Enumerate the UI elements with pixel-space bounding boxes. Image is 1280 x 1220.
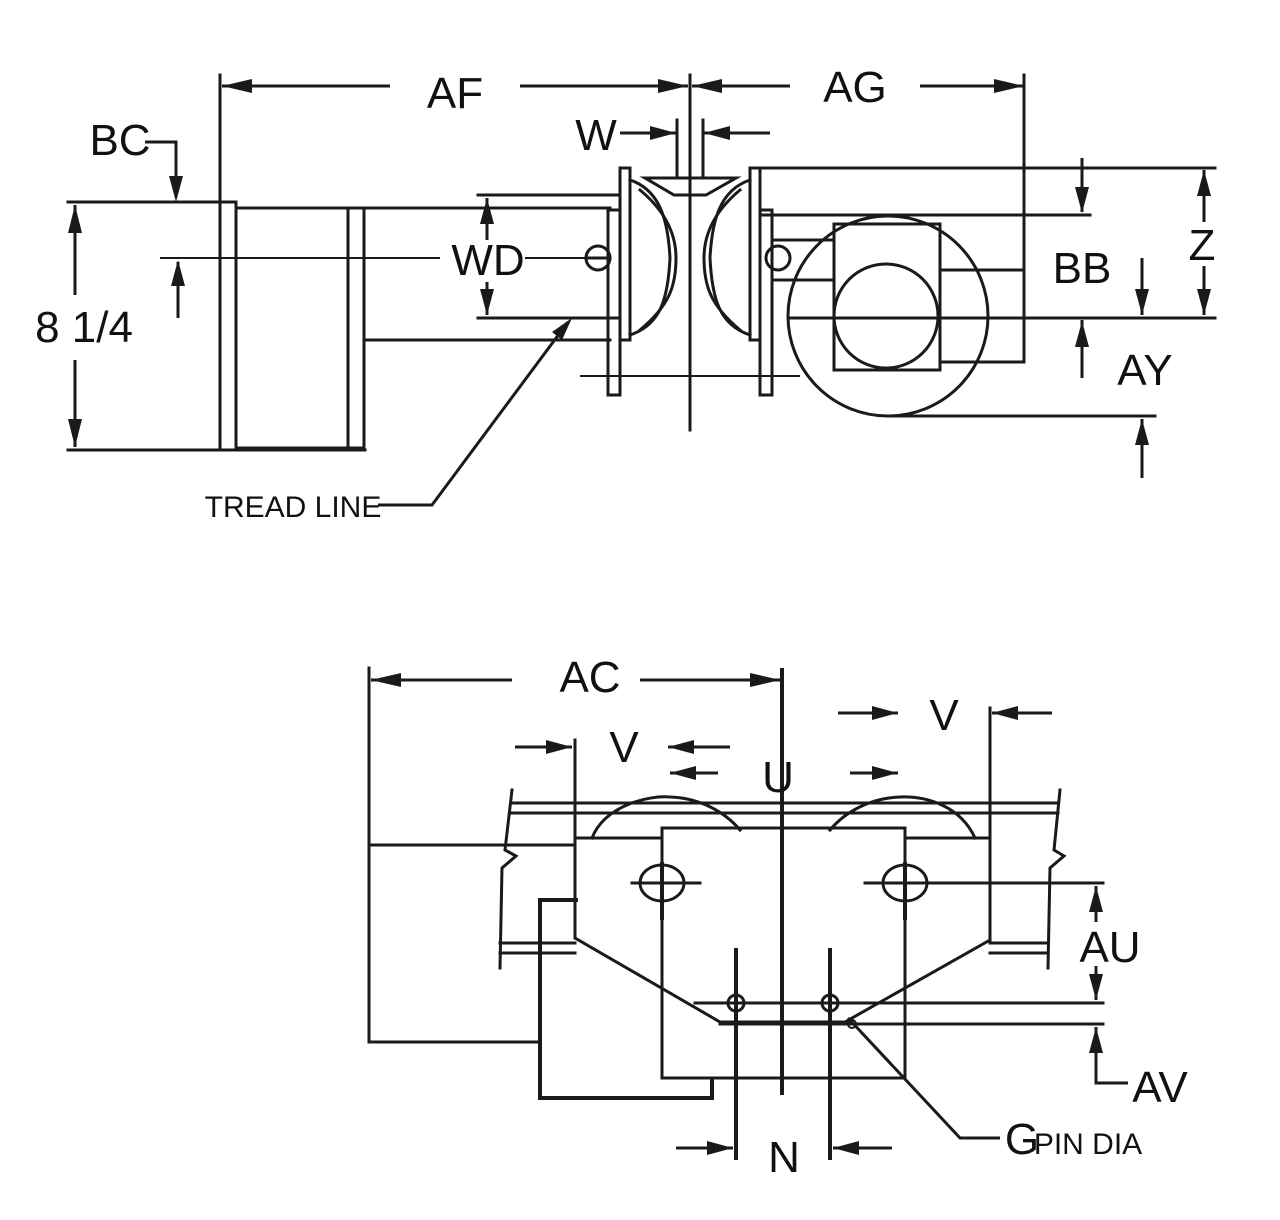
ac-label: AC — [559, 653, 620, 702]
z-label: Z — [1189, 221, 1216, 270]
pin-dia-label: PIN DIA — [1034, 1128, 1142, 1161]
bottom-view: AC V V U — [367, 653, 1188, 1182]
top-view: AF AG W BC 8 1/4 — [35, 63, 1217, 524]
av-label: AV — [1132, 1063, 1188, 1112]
ay-label: AY — [1117, 346, 1172, 395]
u-label: U — [762, 753, 794, 802]
n-label: N — [768, 1133, 800, 1182]
v-left-label: V — [609, 723, 639, 772]
height-label: 8 1/4 — [35, 303, 133, 352]
g-label: G — [1005, 1115, 1039, 1164]
tread-line-label: TREAD LINE — [205, 491, 382, 524]
bb-label: BB — [1053, 244, 1112, 293]
ag-label: AG — [823, 63, 887, 112]
au-label: AU — [1079, 923, 1140, 972]
w-label: W — [575, 111, 617, 160]
bc-label: BC — [89, 116, 150, 165]
af-label: AF — [427, 69, 483, 118]
v-right-label: V — [929, 691, 959, 740]
wd-label: WD — [451, 236, 524, 285]
